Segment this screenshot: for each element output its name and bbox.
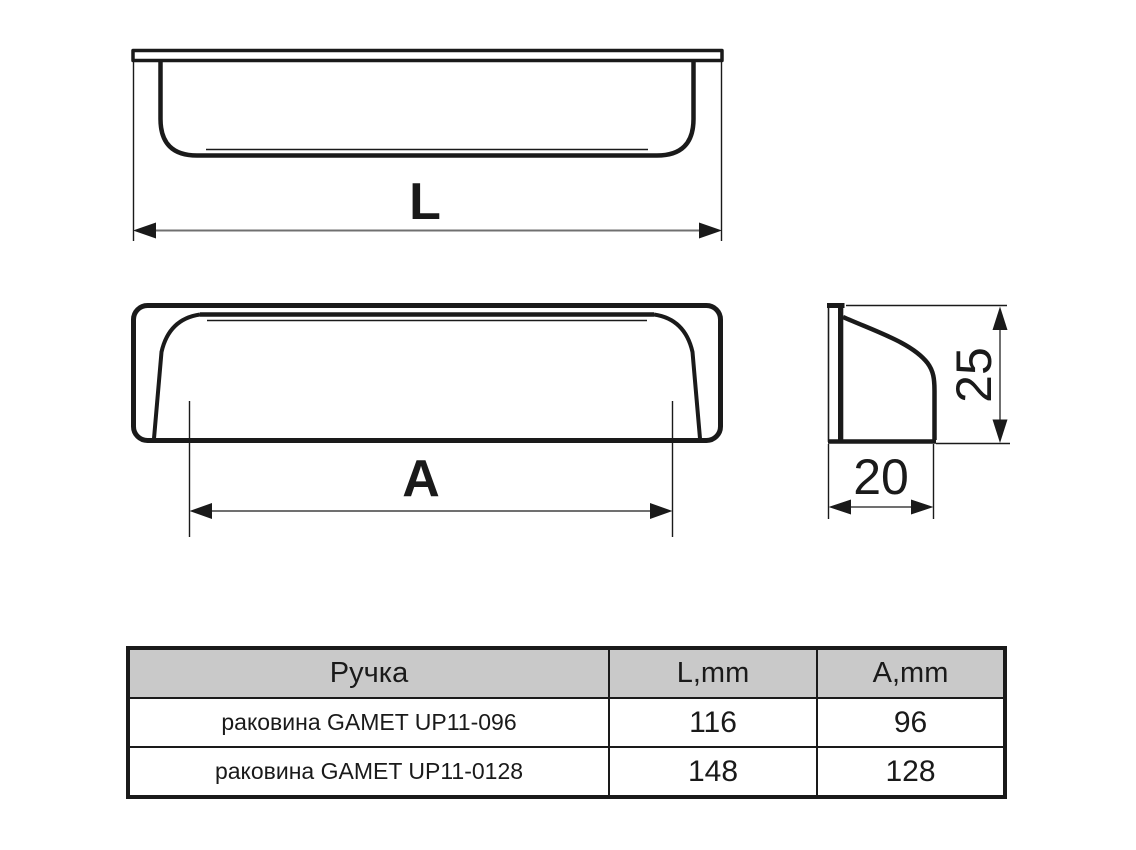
a-extension-lines [188,401,674,537]
header-handle: Ручка [127,647,610,699]
l-arrow-left [133,222,156,239]
w20-extension-lines [827,444,935,519]
l-arrow-right [699,222,722,239]
a-arrow-left [189,503,212,519]
h25-arrow-up [992,306,1008,330]
l-extension-lines [132,62,723,241]
side-view-profile [842,314,937,440]
row1-l-value: 116 [608,697,818,748]
header-l-mm: L,mm [608,647,818,699]
row1-handle-name: раковина GAMET UP11-096 [127,697,610,748]
front-view [131,303,723,537]
front-view-cup-left [152,312,201,439]
dimension-label-A: A [402,450,440,508]
spec-table-header-row: Ручка L,mm A,mm [127,647,1006,699]
top-view-rail [131,48,724,63]
header-a-mm: A,mm [816,647,1006,699]
table-row: раковина GAMET UP11-096 116 96 [127,697,1006,748]
top-view-cup-outline [158,61,696,158]
row2-handle-name: раковина GAMET UP11-0128 [127,746,610,798]
table-row: раковина GAMET UP11-0128 148 128 [127,746,1006,798]
top-view [131,48,724,241]
dimension-label-L: L [409,173,441,231]
front-view-body [131,303,723,443]
row2-l-value: 148 [608,746,818,798]
spec-table: Ручка L,mm A,mm раковина GAMET UP11-096 … [126,646,1007,799]
a-arrow-right [650,503,673,519]
h25-extension-lines [846,304,1010,445]
row1-a-value: 96 [816,697,1006,748]
w20-arrow-right [911,499,934,515]
h25-arrow-down [992,419,1008,443]
row2-a-value: 128 [816,746,1006,798]
dimension-label-20: 20 [853,449,909,505]
side-view [827,303,1010,519]
w20-arrow-left [828,499,851,515]
dimension-label-25: 25 [946,347,1002,403]
front-view-cup-right [653,312,702,439]
